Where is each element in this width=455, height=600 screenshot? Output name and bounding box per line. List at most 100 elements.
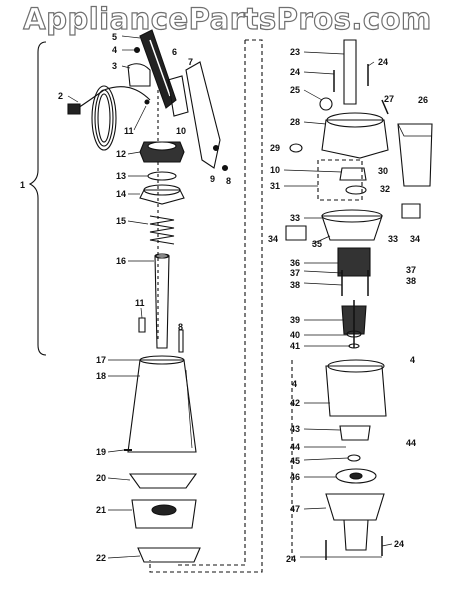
leader-line — [303, 507, 327, 510]
callout-12: 12 — [116, 149, 127, 159]
callout-1: 1 — [20, 180, 26, 190]
leader-line — [121, 65, 131, 69]
tube-part — [154, 255, 170, 349]
callout-28: 28 — [290, 117, 301, 127]
plate-part — [128, 473, 198, 489]
housing-part — [321, 119, 389, 159]
spring-part — [149, 215, 175, 245]
leader-line — [121, 35, 141, 39]
dashed-guide-line — [149, 39, 263, 573]
base-part — [131, 499, 197, 529]
callout-10: 10 — [176, 126, 187, 136]
grommet-part — [319, 97, 333, 111]
leader-line — [303, 71, 335, 75]
callout-10: 10 — [270, 165, 281, 175]
screw-part — [144, 99, 150, 105]
callout-9: 9 — [210, 174, 216, 184]
leader-line — [140, 307, 143, 319]
cover-part — [397, 123, 433, 187]
callout-8: 8 — [226, 176, 232, 186]
callout-25: 25 — [290, 85, 301, 95]
bearing-part — [346, 330, 362, 338]
callout-38: 38 — [290, 280, 301, 290]
leader-line — [127, 220, 149, 225]
clip-part — [289, 143, 303, 153]
callout-14: 14 — [116, 189, 127, 199]
motor-cap-top — [321, 209, 383, 223]
callout-11: 11 — [124, 126, 134, 136]
callout-24: 24 — [286, 554, 297, 564]
tube-top — [154, 253, 170, 259]
motor-housing-part — [325, 365, 387, 417]
callout-46: 46 — [290, 472, 301, 482]
motor-housing-top — [327, 359, 385, 373]
fan-outlet-part — [343, 519, 369, 551]
washer-part — [347, 454, 361, 462]
leader-line — [107, 477, 131, 481]
handle-bracket-part — [185, 61, 221, 169]
leader-line — [303, 282, 343, 286]
power-cord-coil — [97, 93, 111, 143]
callout-39: 39 — [290, 315, 301, 325]
bearing-part — [139, 189, 185, 205]
callout-42: 42 — [290, 398, 301, 408]
power-cord-coil — [91, 85, 117, 151]
callout-43: 43 — [290, 424, 301, 434]
callout-36: 36 — [290, 258, 301, 268]
callout-3: 3 — [112, 61, 118, 71]
callout-29: 29 — [270, 143, 281, 153]
callout-5: 5 — [112, 32, 118, 42]
fan-part — [335, 468, 377, 484]
leader-line — [303, 457, 349, 461]
callout-33: 33 — [388, 234, 399, 244]
callout-33: 33 — [290, 213, 301, 223]
bracket-part — [339, 167, 367, 181]
dashed-guide-line — [178, 40, 246, 566]
cap-top — [147, 141, 177, 151]
screw-part — [381, 99, 389, 115]
callout-24: 24 — [394, 539, 405, 549]
callout-44: 44 — [290, 442, 301, 452]
callout-19: 19 — [96, 447, 107, 457]
power-cord — [77, 86, 151, 109]
callout-4: 4 — [112, 45, 118, 55]
callout-35: 35 — [312, 239, 323, 249]
assembly-bracket — [28, 41, 47, 356]
leader-line — [107, 449, 125, 453]
handle-grip — [149, 39, 171, 97]
motor-cap-part — [321, 215, 383, 241]
callout-4: 4 — [292, 379, 298, 389]
leader-line — [303, 89, 323, 101]
callout-27: 27 — [384, 94, 395, 104]
shaft-part — [343, 39, 357, 105]
dashed-guide-line — [317, 159, 363, 201]
callout-24: 24 — [378, 57, 389, 67]
callout-45: 45 — [290, 456, 301, 466]
motor-field-part — [337, 247, 371, 277]
cord-plug — [67, 103, 81, 115]
callout-2: 2 — [58, 91, 64, 101]
callout-26: 26 — [418, 95, 429, 105]
screw-part — [178, 329, 184, 353]
callout-47: 47 — [290, 504, 301, 514]
washer-part — [147, 171, 177, 181]
callout-11: 11 — [135, 298, 145, 308]
callout-32: 32 — [380, 184, 391, 194]
callout-38: 38 — [406, 276, 417, 286]
housing-top — [326, 112, 384, 128]
callout-34: 34 — [268, 234, 279, 244]
callout-30: 30 — [378, 166, 389, 176]
leader-line — [303, 428, 341, 431]
cover-fold — [397, 123, 432, 137]
callout-44: 44 — [406, 438, 417, 448]
leader-line — [381, 543, 393, 547]
callout-21: 21 — [96, 505, 107, 515]
label-plate-part — [401, 203, 421, 219]
callout-13: 13 — [116, 171, 127, 181]
callout-6: 6 — [172, 47, 178, 57]
leader-line — [303, 51, 345, 55]
leader-line — [303, 121, 327, 125]
leader-line — [283, 169, 343, 173]
leader-line — [127, 151, 141, 155]
